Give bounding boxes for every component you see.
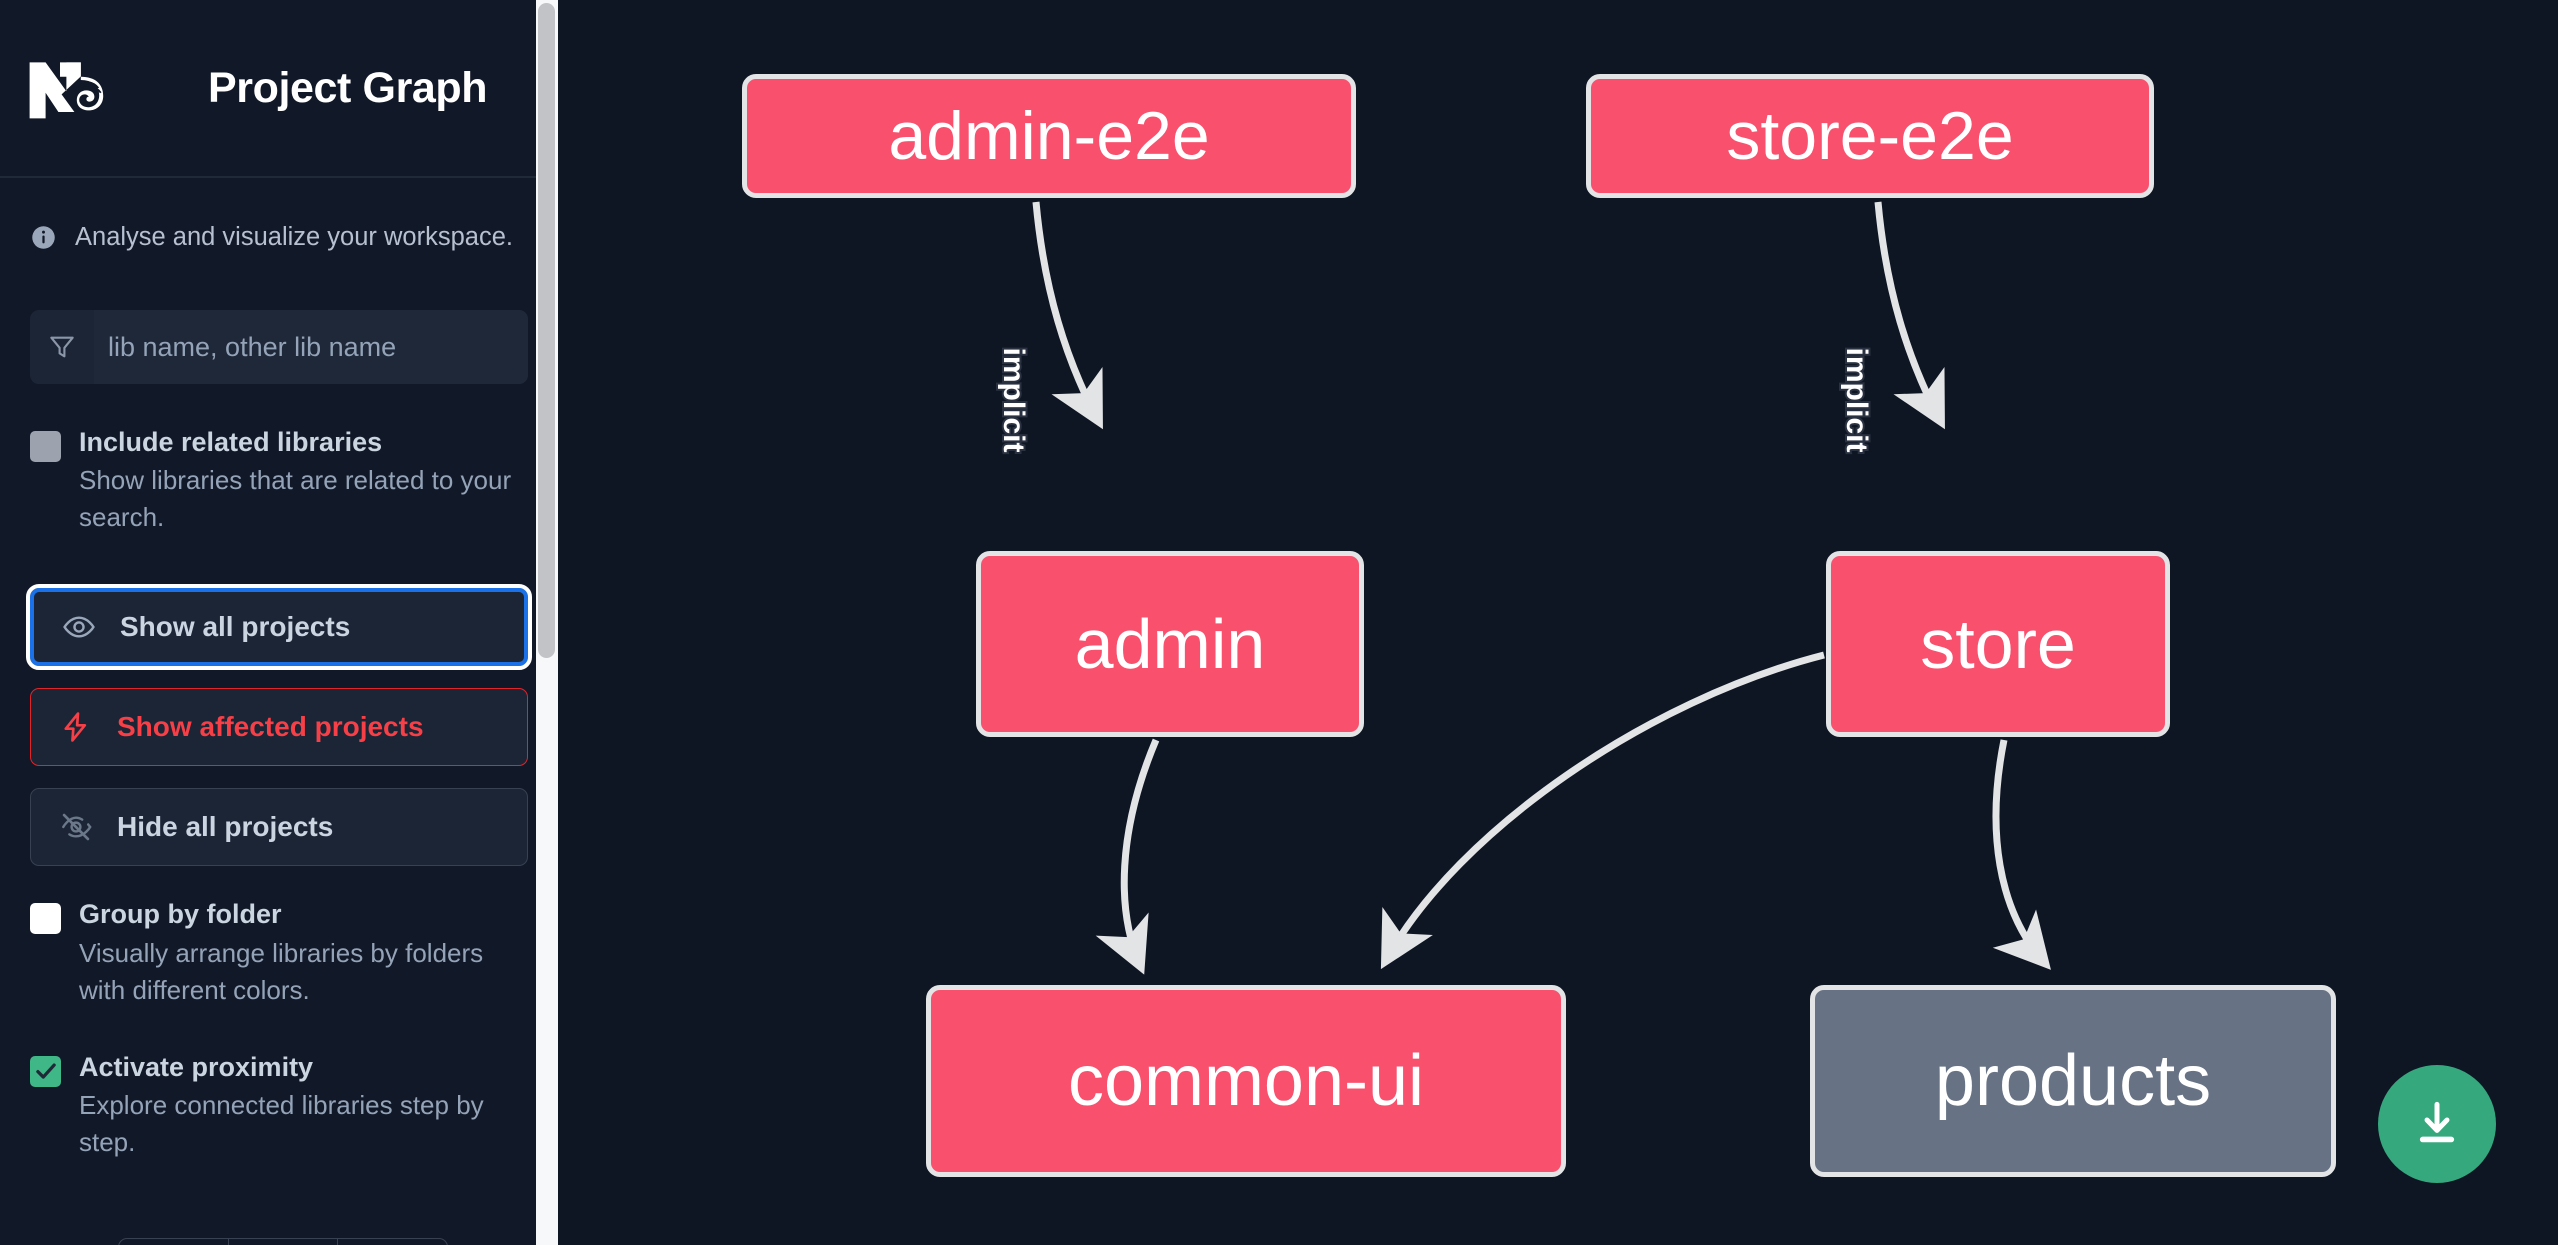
visibility-button-group: Show all projects Show affected projects bbox=[26, 584, 532, 867]
edge-admin-common-ui bbox=[1095, 738, 1160, 975]
funnel-icon bbox=[30, 310, 94, 384]
option-texts: Include related libraries Show libraries… bbox=[79, 424, 528, 536]
option-texts: Group by folder Visually arrange librari… bbox=[79, 896, 528, 1008]
edge-store-products bbox=[1992, 739, 2051, 970]
graph-canvas[interactable]: implicit implicit admin-e2e store-e2e ad… bbox=[558, 0, 2558, 1245]
sidebar-header: Project Graph bbox=[0, 0, 558, 178]
option-include-related-libraries[interactable]: Include related libraries Show libraries… bbox=[0, 424, 558, 536]
eye-icon bbox=[62, 610, 96, 644]
checkbox-group-by-folder[interactable] bbox=[30, 903, 61, 935]
hide-all-projects-label: Hide all projects bbox=[117, 811, 334, 843]
info-circle-icon bbox=[30, 224, 57, 256]
graph-node-admin[interactable]: admin bbox=[976, 551, 1364, 737]
graph-node-admin-e2e[interactable]: admin-e2e bbox=[742, 74, 1356, 198]
option-label: Activate proximity bbox=[79, 1051, 314, 1082]
filter-row bbox=[30, 310, 528, 384]
option-description: Show libraries that are related to your … bbox=[79, 465, 512, 533]
checkbox-activate-proximity[interactable] bbox=[30, 1055, 61, 1087]
sidebar-scrollbar-track[interactable] bbox=[536, 0, 558, 1245]
option-description: Visually arrange libraries by folders wi… bbox=[79, 937, 484, 1005]
workspace-note-text: Analyse and visualize your workspace. bbox=[75, 223, 513, 251]
graph-edges bbox=[1032, 201, 2051, 975]
workspace-note: Analyse and visualize your workspace. bbox=[0, 178, 558, 256]
option-description: Explore connected libraries step by step… bbox=[79, 1089, 484, 1157]
page-title: Project Graph bbox=[208, 63, 488, 112]
proximity-step-increase[interactable] bbox=[338, 1239, 447, 1245]
hide-all-projects-button[interactable]: Hide all projects bbox=[30, 788, 528, 867]
proximity-step-value[interactable] bbox=[229, 1239, 339, 1245]
option-texts: Activate proximity Explore connected lib… bbox=[79, 1049, 528, 1161]
graph-node-common-ui[interactable]: common-ui bbox=[926, 985, 1566, 1177]
option-group-by-folder[interactable]: Group by folder Visually arrange librari… bbox=[0, 896, 558, 1008]
checkbox-include-related-libraries[interactable] bbox=[30, 431, 61, 462]
show-all-projects-label: Show all projects bbox=[120, 611, 351, 643]
show-all-projects-button[interactable]: Show all projects bbox=[26, 584, 532, 671]
sidebar-content: Project Graph Analyse and visualize yo bbox=[0, 0, 558, 1245]
graph-node-store[interactable]: store bbox=[1826, 551, 2170, 737]
search-input[interactable] bbox=[94, 310, 528, 384]
proximity-step-control[interactable] bbox=[118, 1238, 448, 1245]
show-affected-projects-button[interactable]: Show affected projects bbox=[30, 688, 528, 767]
graph-node-store-e2e[interactable]: store-e2e bbox=[1586, 74, 2154, 198]
nx-logo-icon bbox=[28, 55, 124, 121]
graph-node-products[interactable]: products bbox=[1810, 985, 2336, 1177]
download-image-button[interactable] bbox=[2378, 1065, 2496, 1183]
edge-admin-e2e-admin bbox=[1032, 201, 1103, 430]
proximity-step-decrease[interactable] bbox=[119, 1239, 229, 1245]
edge-store-e2e-store bbox=[1874, 201, 1945, 430]
download-icon bbox=[2411, 1097, 2463, 1152]
eye-off-icon bbox=[59, 810, 93, 844]
edge-store-common-ui bbox=[1380, 651, 1825, 970]
sidebar: Project Graph Analyse and visualize yo bbox=[0, 0, 558, 1245]
lightning-bolt-icon bbox=[59, 710, 93, 744]
option-label: Include related libraries bbox=[79, 427, 383, 457]
show-affected-projects-label: Show affected projects bbox=[117, 711, 424, 743]
option-activate-proximity[interactable]: Activate proximity Explore connected lib… bbox=[0, 1049, 558, 1161]
option-label: Group by folder bbox=[79, 899, 282, 930]
sidebar-scrollbar-thumb[interactable] bbox=[538, 3, 555, 658]
